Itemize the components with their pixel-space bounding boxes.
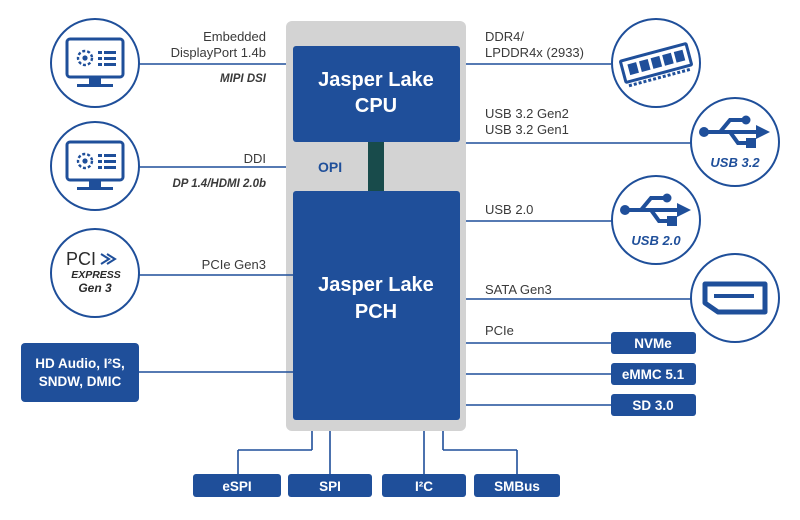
nvme-box — [611, 332, 696, 354]
usb32-badge: USB 3.2 — [710, 155, 760, 170]
usb32-label-line1: USB 3.2 Gen2 — [485, 106, 569, 121]
emmc-box — [611, 363, 696, 385]
cpu-block — [293, 46, 460, 142]
usb20-badge: USB 2.0 — [631, 233, 681, 248]
pcie-label: PCIe — [485, 323, 514, 338]
sata-connector-icon — [702, 281, 768, 315]
opi-bar — [368, 142, 384, 191]
usb32-label-line2: USB 3.2 Gen1 — [485, 122, 569, 137]
edp-label-sub: MIPI DSI — [220, 73, 267, 85]
sd-box — [611, 394, 696, 416]
spi-label: SPI — [319, 479, 341, 494]
espi-box — [193, 474, 281, 497]
audio-label-line2: SNDW, DMIC — [39, 374, 122, 389]
memory-label-line2: LPDDR4x (2933) — [485, 45, 584, 60]
sd-label: SD 3.0 — [632, 398, 673, 413]
espi-label: eSPI — [222, 479, 251, 494]
emmc-label: eMMC 5.1 — [622, 367, 685, 382]
sata-label: SATA Gen3 — [485, 282, 552, 297]
pcie-gen3-label: PCIe Gen3 — [202, 257, 266, 272]
pch-title-line1: Jasper Lake — [318, 274, 434, 296]
cpu-title-line2: CPU — [355, 95, 397, 117]
i2c-label: I²C — [415, 479, 433, 494]
opi-label: OPI — [318, 159, 342, 175]
i2c-box — [382, 474, 466, 497]
ddi-label: DDI — [244, 151, 266, 166]
audio-label-line1: HD Audio, I²S, — [35, 356, 125, 371]
memory-module-icon — [619, 42, 693, 88]
edp-monitor-circle — [50, 18, 140, 108]
edp-label-line2: DisplayPort 1.4b — [171, 45, 266, 60]
audio-box — [21, 343, 139, 402]
smbus-box — [474, 474, 560, 497]
pci-logo-line3: Gen 3 — [78, 281, 112, 295]
pch-block — [293, 191, 460, 420]
pch-title-line2: PCH — [355, 301, 397, 323]
edp-label-line1: Embedded — [203, 29, 266, 44]
usb20-label: USB 2.0 — [485, 202, 533, 217]
pci-express-logo: PCI EXPRESS Gen 3 — [66, 249, 121, 295]
smbus-label: SMBus — [494, 479, 540, 494]
nvme-label: NVMe — [634, 336, 672, 351]
pci-logo-line1: PCI — [66, 249, 96, 269]
memory-label-line1: DDR4/ — [485, 29, 524, 44]
pci-logo-line2: EXPRESS — [71, 269, 121, 281]
cpu-title-line1: Jasper Lake — [318, 69, 434, 91]
pcie-logo-circle — [50, 228, 140, 318]
ddi-label-sub: DP 1.4/HDMI 2.0b — [172, 178, 266, 190]
spi-box — [288, 474, 372, 497]
ddi-monitor-circle — [50, 121, 140, 211]
